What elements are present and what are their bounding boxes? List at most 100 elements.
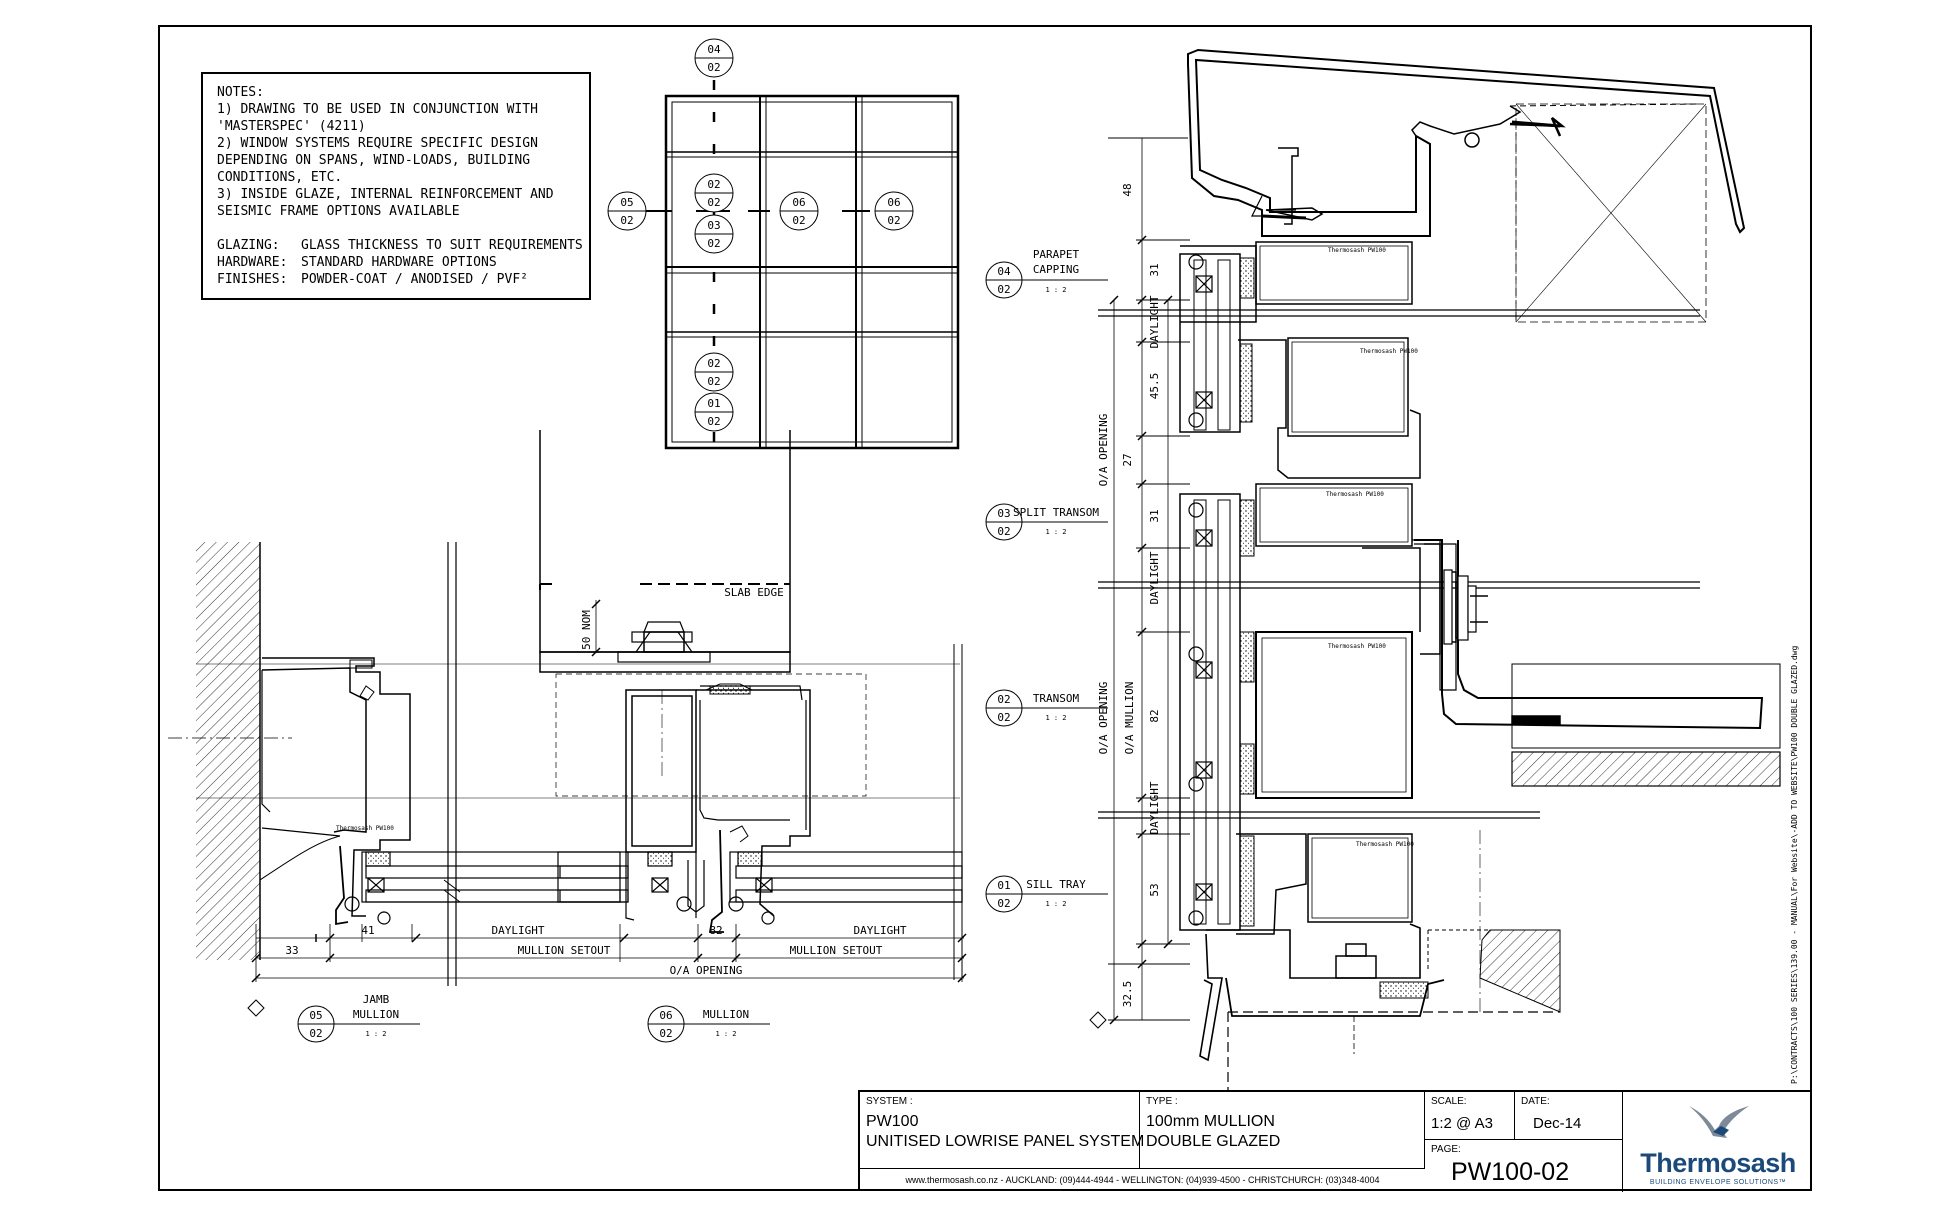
system-line-2: UNITISED LOWRISE PANEL SYSTEM xyxy=(866,1133,1145,1150)
sheet-border xyxy=(158,25,1812,1191)
profile-code: PW100 xyxy=(376,825,394,832)
scale-label: SCALE: xyxy=(1431,1096,1467,1107)
spec-value: POWDER-COAT / ANODISED / PVF² xyxy=(301,272,528,287)
elevation-grid xyxy=(646,80,960,460)
page-label: PAGE: xyxy=(1431,1144,1461,1155)
note-line: 1) DRAWING TO BE USED IN CONJUNCTION WIT… xyxy=(217,102,538,117)
callout-sheet: 02 xyxy=(997,711,1010,724)
logo-tagline: BUILDING ENVELOPE SOLUTIONS™ xyxy=(1649,1179,1787,1186)
marker-top: 02 xyxy=(707,357,720,370)
callout-scale: 1 : 2 xyxy=(1045,286,1066,294)
type-label: TYPE : xyxy=(1146,1096,1178,1107)
section-callouts: 04 02 PARAPET CAPPING 1 : 2 03 02 SPLIT … xyxy=(297,248,1108,1043)
spec-key: HARDWARE: xyxy=(217,255,288,270)
marker-top: 01 xyxy=(707,397,720,410)
system-cell: SYSTEM : PW100 UNITISED LOWRISE PANEL SY… xyxy=(860,1092,1144,1168)
note-line: 'MASTERSPEC' (4211) xyxy=(217,119,366,134)
marker-bottom: 02 xyxy=(887,214,900,227)
callout-parapet: 04 02 PARAPET CAPPING 1 : 2 xyxy=(985,248,1108,299)
page-cell: PAGE: PW100-02 xyxy=(1425,1140,1623,1192)
callout-title: MULLION xyxy=(703,1008,749,1021)
brand-text: Thermosash xyxy=(1326,491,1363,498)
callout-sheet: 02 xyxy=(997,897,1010,910)
callout-sill-tray: 01 02 SILL TRAY 1 : 2 xyxy=(985,875,1108,913)
dim-31-mid: 31 xyxy=(1148,509,1161,522)
callout-num: 06 xyxy=(659,1009,672,1022)
callout-jamb-mullion: 05 02 JAMB MULLION 1 : 2 xyxy=(297,993,420,1043)
vertical-dimensions xyxy=(1108,137,1190,1025)
datum-marker-left xyxy=(247,999,265,1017)
date-label: DATE: xyxy=(1521,1096,1550,1107)
brand-text: Thermosash xyxy=(1328,247,1365,254)
date-value: Dec-14 xyxy=(1533,1115,1582,1132)
brand-text: Thermosash xyxy=(1356,841,1393,848)
spec-row: GLAZING: GLASS THICKNESS TO SUIT REQUIREM… xyxy=(217,237,583,254)
label-daylight-2: DAYLIGHT xyxy=(1148,551,1161,604)
file-path: P:\CONTRACTS\100 SERIES\139.00 - MANUAL\… xyxy=(1790,645,1799,1084)
callout-split-transom: 03 02 SPLIT TRANSOM 1 : 2 xyxy=(985,503,1108,541)
dim-82-vert: 82 xyxy=(1148,709,1161,722)
dim-53: 53 xyxy=(1148,883,1161,896)
spec-value: GLASS THICKNESS TO SUIT REQUIREMENTS xyxy=(301,238,583,253)
label-oa-opening-1: O/A OPENING xyxy=(1097,414,1110,487)
slab-edge-label: SLAB EDGE xyxy=(724,586,784,599)
callout-scale: 1 : 2 xyxy=(715,1030,736,1038)
note-line: DEPENDING ON SPANS, WIND-LOADS, BUILDING xyxy=(217,153,531,168)
callout-num: 02 xyxy=(997,693,1010,706)
callout-title: TRANSOM xyxy=(1033,692,1080,705)
label-daylight-1: DAYLIGHT xyxy=(1148,295,1161,348)
oa-opening-label: O/A OPENING xyxy=(670,964,743,977)
system-label: SYSTEM : xyxy=(866,1096,913,1107)
callout-title: JAMB xyxy=(363,993,390,1006)
profile-code: PW100 xyxy=(1368,643,1386,650)
logo-name: Thermosash xyxy=(1640,1148,1796,1178)
marker-top: 03 xyxy=(707,219,720,232)
daylight-right: DAYLIGHT xyxy=(854,924,907,937)
spec-key: GLAZING: xyxy=(217,238,280,253)
svg-text:Thermosash PW100: Thermosash PW100 xyxy=(336,825,394,832)
marker-bottom: 02 xyxy=(707,237,720,250)
note-line: 3) INSIDE GLAZE, INTERNAL REINFORCEMENT … xyxy=(217,187,554,202)
notes-box: NOTES: 1) DRAWING TO BE USED IN CONJUNCT… xyxy=(201,72,591,300)
marker-bottom: 02 xyxy=(707,196,720,209)
dim-48: 48 xyxy=(1121,183,1134,196)
note-line: CONDITIONS, ETC. xyxy=(217,170,343,185)
profile-code: PW100 xyxy=(1396,841,1414,848)
callout-sheet: 02 xyxy=(659,1027,672,1040)
type-cell: TYPE : 100mm MULLION DOUBLE GLAZED xyxy=(1140,1092,1425,1168)
marker-bottom: 02 xyxy=(707,61,720,74)
callout-title: PARAPET xyxy=(1033,248,1080,261)
callout-title: SILL TRAY xyxy=(1026,878,1086,891)
note-line: SEISMIC FRAME OPTIONS AVAILABLE xyxy=(217,204,460,219)
vertical-section xyxy=(1098,48,1781,1090)
thermosash-bird-logo-icon xyxy=(1689,1106,1749,1138)
spec-row: FINISHES: POWDER-COAT / ANODISED / PVF² xyxy=(217,271,575,288)
label-daylight-3: DAYLIGHT xyxy=(1148,781,1161,834)
callout-scale: 1 : 2 xyxy=(365,1030,386,1038)
svg-text:Thermosash PW100: Thermosash PW100 xyxy=(1356,841,1414,848)
marker-bottom: 02 xyxy=(792,214,805,227)
spec-key: FINISHES: xyxy=(217,272,288,287)
dim-31-head: 31 xyxy=(1148,263,1161,276)
contact-line: www.thermosash.co.nz - AUCKLAND: (09)444… xyxy=(860,1168,1425,1191)
note-line: NOTES: xyxy=(217,85,264,100)
marker-top: 02 xyxy=(707,178,720,191)
marker-top: 04 xyxy=(707,43,721,56)
brand-text: Thermosash xyxy=(336,825,373,832)
svg-text:Thermosash PW100: Thermosash PW100 xyxy=(1326,491,1384,498)
glass-unit-upper xyxy=(1179,253,1255,433)
date-cell: DATE: Dec-14 xyxy=(1515,1092,1623,1140)
marker-top: 06 xyxy=(792,196,805,209)
daylight-left: DAYLIGHT xyxy=(492,924,545,937)
callout-mullion: 06 02 MULLION 1 : 2 xyxy=(647,1005,770,1043)
marker-bottom: 02 xyxy=(707,375,720,388)
callout-title: SPLIT TRANSOM xyxy=(1013,506,1099,519)
datum-marker-right xyxy=(1089,1011,1107,1029)
label-oa-opening-2: O/A OPENING xyxy=(1097,682,1110,755)
dim-27: 27 xyxy=(1121,453,1134,466)
scale-value: 1:2 @ A3 xyxy=(1431,1115,1493,1132)
profile-code: PW100 xyxy=(1366,491,1384,498)
